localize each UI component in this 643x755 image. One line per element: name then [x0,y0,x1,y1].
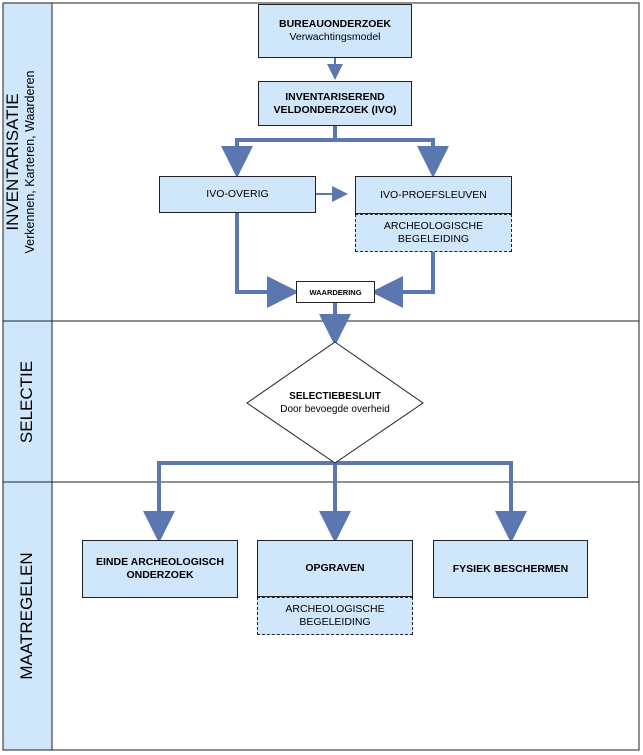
waardering-label: WAARDERING [309,287,362,297]
arrow-selectie-fysiek [335,461,527,543]
opgraven-label: OPGRAVEN [305,562,365,574]
section-label-inventarisatie: INVENTARISATIE Verkennen, Karteren, Waar… [3,2,47,322]
bureauonderzoek-title: BUREAUONDERZOEK [278,18,391,30]
sidebar-background [2,2,53,751]
ivo-proefsleuven-label: IVO-PROEFSLEUVEN [380,188,487,201]
selectiebesluit-subtitle: Door bevoegde overheid [280,404,390,415]
ivo-line1: INVENTARISEREND [285,90,385,103]
ivo-overig-box: IVO-OVERIG [159,176,316,213]
arrow-overig-waardering [235,213,299,308]
bureauonderzoek-subtitle: Verwachtingsmodel [289,31,381,43]
selectiebesluit-diamond [246,341,424,464]
archeologische-begeleiding-box-2: ARCHEOLOGISCHE BEGELEIDING [257,597,413,635]
inventarisatie-title: INVENTARISATIE [3,93,22,231]
maatregelen-title: MAATREGELEN [17,552,36,680]
ivo-box: INVENTARISEREND VELDONDERZOEK (IVO) [258,81,412,126]
arrow-ivo-overig [221,126,337,178]
arrow-ivo-proefsleuven [335,138,449,178]
archeologische-begeleiding-2-line2: BEGELEIDING [299,616,371,628]
einde-line1: EINDE ARCHEOLOGISCH [96,556,224,568]
einde-onderzoek-box: EINDE ARCHEOLOGISCH ONDERZOEK [82,540,238,598]
selectiebesluit-text: SELECTIEBESLUIT Door bevoegde overheid [247,342,423,464]
opgraven-box: OPGRAVEN [257,540,413,597]
selectiebesluit-title: SELECTIEBESLUIT [289,391,381,402]
einde-line2: ONDERZOEK [126,569,194,581]
archeologische-begeleiding-2-line1: ARCHEOLOGISCHE [285,603,385,615]
ivo-line2: VELDONDERZOEK (IVO) [273,103,397,116]
waardering-box: WAARDERING [296,281,375,303]
archeologische-begeleiding-1-line2: BEGELEIDING [397,233,470,245]
inventarisatie-subtitle: Verkennen, Karteren, Waarderen [23,70,37,254]
section-label-maatregelen: MAATREGELEN [17,516,39,716]
section-label-selectie: SELECTIE [17,302,39,502]
archeologische-begeleiding-1-line1: ARCHEOLOGISCHE [383,220,484,232]
ivo-proefsleuven-box: IVO-PROEFSLEUVEN [355,176,512,214]
fysiek-beschermen-box: FYSIEK BESCHERMEN [433,540,588,598]
archeologische-begeleiding-box-1: ARCHEOLOGISCHE BEGELEIDING [355,214,512,252]
ivo-overig-label: IVO-OVERIG [206,188,269,200]
arrow-proefsleuven-waardering [371,252,435,308]
arrow-selectie-einde [143,461,335,543]
bureauonderzoek-box: BUREAUONDERZOEK Verwachtingsmodel [258,4,412,58]
selectie-title: SELECTIE [17,360,36,444]
fysiek-label: FYSIEK BESCHERMEN [452,562,569,575]
